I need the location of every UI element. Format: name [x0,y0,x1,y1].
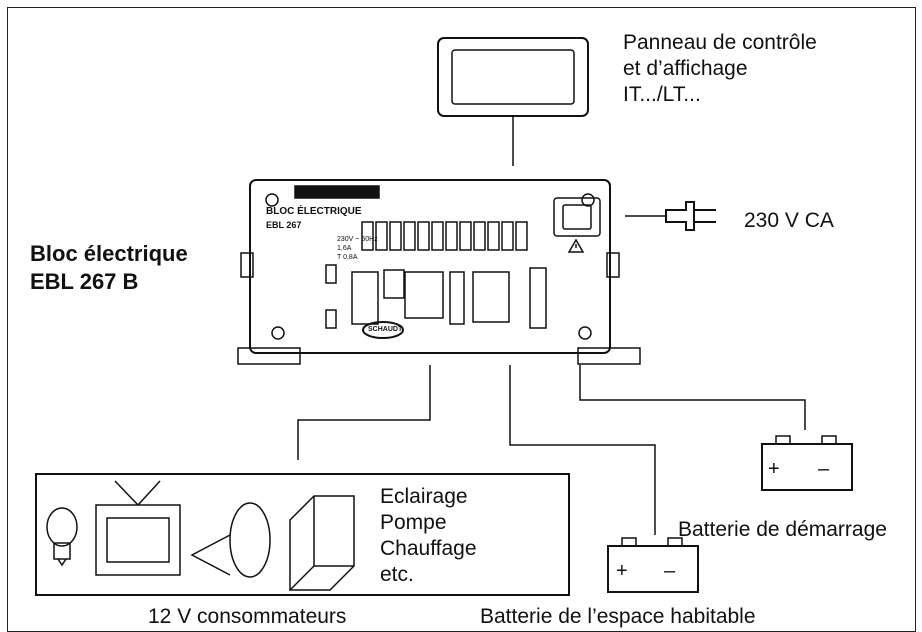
unit-model: EBL 267 [266,220,302,230]
starter-battery-minus: – [818,458,830,480]
house-battery-label: Batterie de l’espace habitable [480,605,756,628]
unit-rating-3: T 0,8A [337,254,358,261]
control-panel-display [437,37,589,166]
power-block-label: Bloc électrique EBL 267 B [30,240,188,296]
unit-title: BLOC ÉLECTRIQUE [266,206,362,217]
control-panel-label: Panneau de contrôle et d’affichage IT...… [623,30,817,108]
control-panel-label-line: IT.../LT... [623,83,701,106]
power-block-label-line: Bloc électrique [30,241,188,266]
load-item: etc. [380,563,414,586]
load-item: Eclairage [380,485,468,508]
starter-battery-plus: + [768,458,780,480]
consumers-caption: 12 V consommateurs [148,605,347,628]
unit-rating-2: 1,6A [337,245,352,252]
consumers-box [35,473,570,596]
unit-rating-1: 230V ~ 50Hz [337,236,378,243]
power-block-label-line: EBL 267 B [30,269,139,294]
load-item: Pompe [380,511,447,534]
load-item: Chauffage [380,537,477,560]
wire-to-house-battery [509,365,656,535]
house-battery-plus: + [616,560,628,582]
control-panel-label-line: et d’affichage [623,57,748,80]
control-panel-label-line: Panneau de contrôle [623,31,817,54]
unit-brand-badge: SCHAUDT [368,326,403,333]
power-block-unit [237,179,641,365]
mains-label: 230 V CA [744,209,834,232]
house-battery [607,537,699,593]
wire-to-starter-battery [579,365,806,430]
starter-battery-label: Batterie de démarrage [678,518,887,541]
wire-to-consumers [297,365,431,460]
mains-plug-icon [625,201,716,231]
starter-battery [761,435,853,491]
loads-list: Eclairage Pompe Chauffage etc. [380,484,477,588]
house-battery-minus: – [664,560,676,582]
